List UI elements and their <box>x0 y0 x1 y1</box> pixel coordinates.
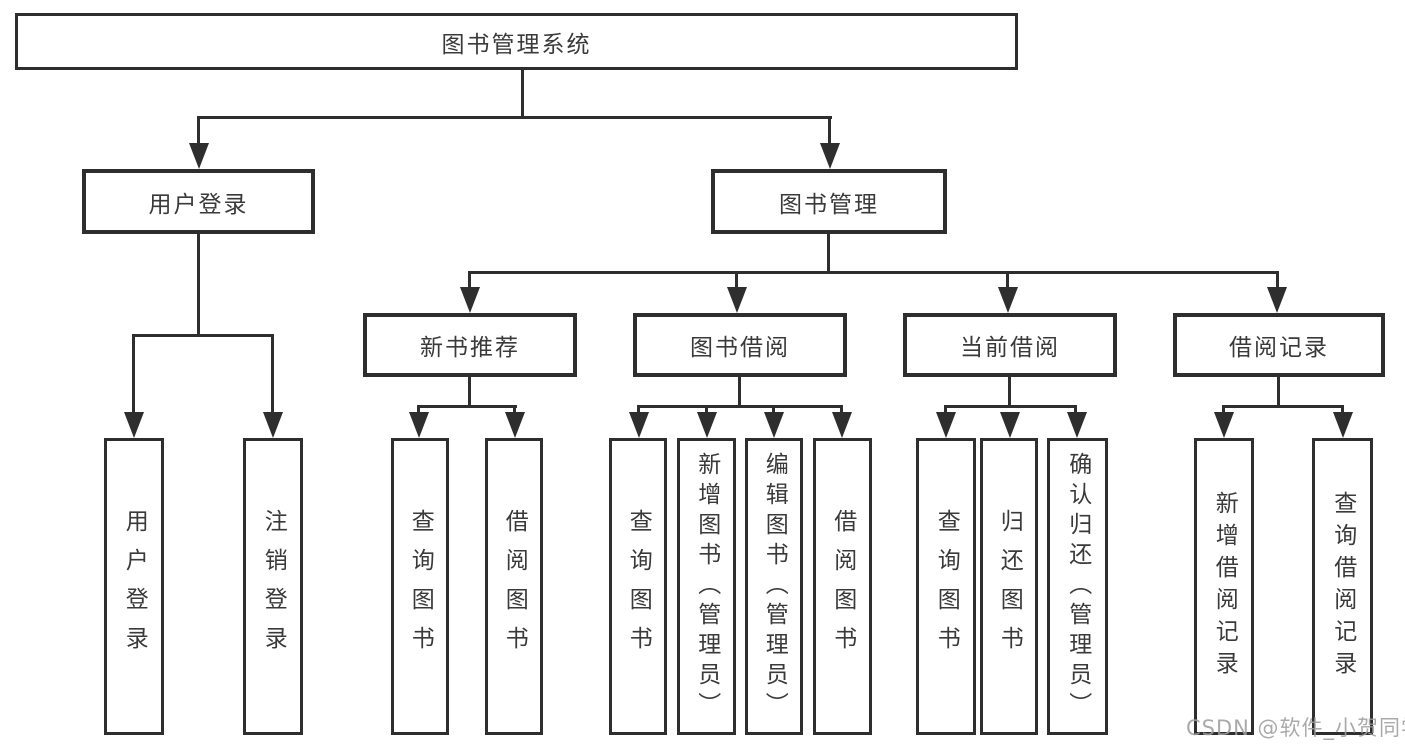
connector-line <box>132 334 274 337</box>
arrow-down-icon <box>820 143 840 169</box>
leaf-label: 查询图书 <box>933 508 960 665</box>
connector-line <box>468 271 1279 274</box>
leaf-add-book-admin: 新增图书（管理员） <box>677 438 736 735</box>
node-user-login-label: 用户登录 <box>148 191 249 218</box>
leaf-query-books: 查询图书 <box>391 438 449 735</box>
arrow-down-icon <box>1333 412 1353 438</box>
leaf-return-books: 归还图书 <box>980 438 1038 735</box>
connector-line <box>772 405 775 415</box>
leaf-add-borrow-record: 新增借阅记录 <box>1194 438 1254 735</box>
connector-line <box>705 405 708 415</box>
connector-line <box>1276 271 1279 290</box>
connector-line <box>197 116 200 146</box>
node-new-book-recommend: 新书推荐 <box>363 313 577 377</box>
node-label: 图书借阅 <box>690 335 790 361</box>
node-user-login: 用户登录 <box>82 169 315 234</box>
leaf-label: 确认归还（管理员） <box>1064 451 1091 722</box>
leaf-confirm-return-admin: 确认归还（管理员） <box>1047 438 1108 735</box>
connector-line <box>468 377 471 408</box>
node-book-management: 图书管理 <box>711 169 947 234</box>
connector-line <box>513 405 516 415</box>
arrow-down-icon <box>936 412 956 438</box>
leaf-label: 借阅图书 <box>501 508 528 665</box>
connector-line <box>828 116 831 146</box>
connector-line <box>417 405 517 408</box>
leaf-label: 编辑图书（管理员） <box>761 451 788 722</box>
arrow-down-icon <box>998 287 1018 313</box>
arrow-down-icon <box>263 412 283 438</box>
leaf-edit-book-admin: 编辑图书（管理员） <box>745 438 803 735</box>
leaf-user-login: 用户登录 <box>104 438 164 735</box>
leaf-query-books: 查询图书 <box>609 438 667 735</box>
node-root: 图书管理系统 <box>15 13 1018 70</box>
arrow-down-icon <box>697 412 717 438</box>
arrow-down-icon <box>629 412 649 438</box>
arrow-down-icon <box>124 412 144 438</box>
connector-line <box>735 271 738 290</box>
leaf-query-books: 查询图书 <box>916 438 976 735</box>
arrow-down-icon <box>460 287 480 313</box>
arrow-down-icon <box>727 287 747 313</box>
leaf-borrow-books: 借阅图书 <box>485 438 543 735</box>
arrow-down-icon <box>189 143 209 169</box>
connector-line <box>1277 377 1280 408</box>
arrow-down-icon <box>1214 412 1234 438</box>
node-label: 新书推荐 <box>420 335 520 361</box>
connector-line <box>944 405 947 415</box>
connector-line <box>417 405 420 415</box>
leaf-label: 查询借阅记录 <box>1329 490 1356 683</box>
connector-line <box>521 69 524 118</box>
connector-line <box>1222 405 1344 408</box>
arrow-down-icon <box>1067 412 1087 438</box>
node-borrow-records: 借阅记录 <box>1173 313 1385 377</box>
arrow-down-icon <box>1000 412 1020 438</box>
arrow-down-icon <box>764 412 784 438</box>
leaf-label: 注销登录 <box>260 508 287 665</box>
arrow-down-icon <box>409 412 429 438</box>
connector-line <box>197 116 832 119</box>
node-root-label: 图书管理系统 <box>441 31 592 58</box>
connector-line <box>1222 405 1225 415</box>
node-current-borrow: 当前借阅 <box>903 313 1117 377</box>
leaf-logout: 注销登录 <box>243 438 303 735</box>
leaf-label: 查询图书 <box>407 508 434 665</box>
arrow-down-icon <box>505 412 525 438</box>
connector-line <box>944 405 1077 408</box>
csdn-watermark: CSDN @软件_小贺同学 <box>1186 716 1405 740</box>
arrow-down-icon <box>1267 287 1287 313</box>
leaf-borrow-books: 借阅图书 <box>813 438 872 735</box>
connector-line <box>1341 405 1344 415</box>
node-book-borrow: 图书借阅 <box>633 313 847 377</box>
connector-line <box>1008 377 1011 408</box>
connector-line <box>738 377 741 408</box>
connector-line <box>1074 405 1077 415</box>
leaf-label: 查询图书 <box>625 508 652 665</box>
leaf-label: 新增借阅记录 <box>1211 490 1238 683</box>
connector-line <box>637 405 843 408</box>
leaf-label: 借阅图书 <box>829 508 856 665</box>
leaf-label: 用户登录 <box>121 508 148 665</box>
connector-line <box>827 234 830 274</box>
node-book-management-label: 图书管理 <box>779 191 879 218</box>
leaf-label: 归还图书 <box>996 508 1023 665</box>
connector-line <box>197 233 200 337</box>
arrow-down-icon <box>832 412 852 438</box>
connector-line <box>271 334 274 414</box>
leaf-label: 新增图书（管理员） <box>693 451 720 722</box>
connector-line <box>468 271 471 290</box>
leaf-query-borrow-record: 查询借阅记录 <box>1312 438 1373 735</box>
node-label: 借阅记录 <box>1229 335 1329 361</box>
connector-line <box>1006 271 1009 290</box>
connector-line <box>840 405 843 415</box>
connector-line <box>132 334 135 414</box>
connector-line <box>637 405 640 415</box>
node-label: 当前借阅 <box>960 335 1060 361</box>
